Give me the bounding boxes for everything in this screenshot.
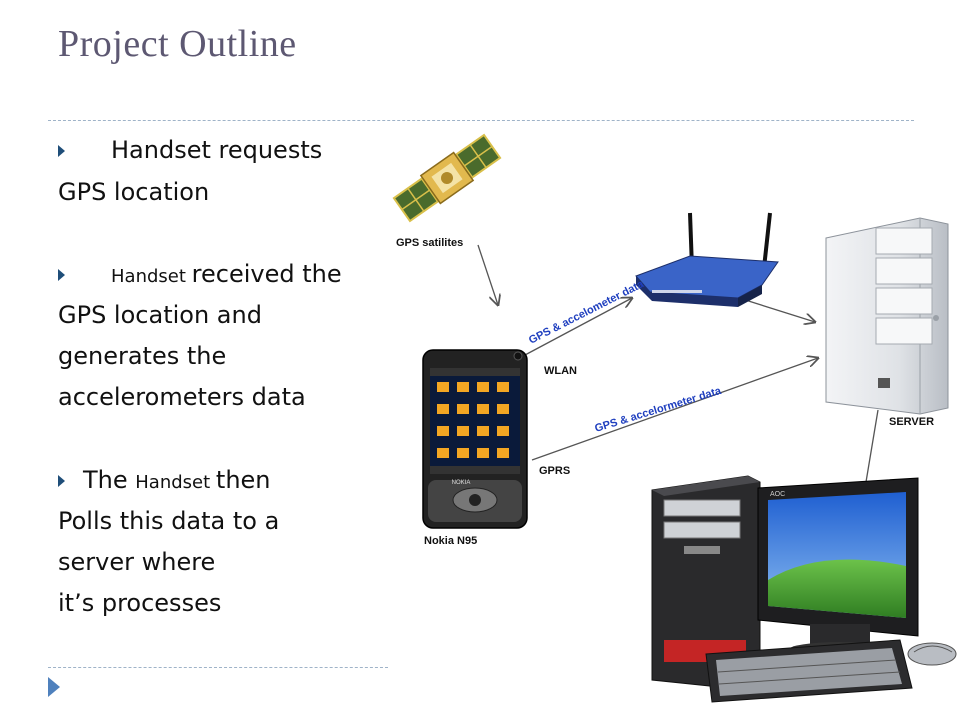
bullet-2-line-1: Handset received the: [58, 260, 342, 291]
run: Polls this data to a: [58, 507, 280, 535]
run: GPS location: [58, 178, 210, 206]
bullet-3-line-4: it’s processes: [58, 589, 221, 617]
run: it’s processes: [58, 589, 222, 617]
phone-brand: NOKIA: [452, 480, 471, 486]
nokia-phone-icon: [422, 349, 528, 529]
wlan-label: WLAN: [544, 365, 577, 377]
run: Handset requests: [111, 136, 323, 164]
wifi-router-icon: [635, 212, 779, 307]
bullet-3-line-2: Polls this data to a: [58, 507, 279, 535]
title-divider: [48, 120, 914, 121]
run: received the: [191, 260, 342, 288]
bullet-1-line-1: Handset requests: [58, 136, 322, 164]
bullet-arrow-icon: [58, 145, 65, 157]
bullet-1-line-2: GPS location: [58, 178, 209, 206]
bullet-3-line-1: The Handset then: [58, 466, 271, 497]
bullet-2-line-2: GPS location and: [58, 301, 262, 329]
monitor-brand: AOC: [770, 491, 785, 498]
server-tower-icon: [825, 217, 949, 415]
run: The: [83, 466, 136, 494]
phone-label: Nokia N95: [424, 535, 477, 547]
wlan-data-label: GPS & accelometer data: [527, 278, 647, 347]
footer-arrow-icon: [48, 677, 60, 697]
run: server where: [58, 548, 216, 576]
run: Handset: [111, 266, 192, 287]
server-label: SERVER: [889, 416, 934, 428]
bullet-3-line-3: server where: [58, 548, 215, 576]
run: accelerometers data: [58, 383, 306, 411]
gps-satellites-label: GPS satilites: [396, 237, 463, 249]
run: Handset: [135, 472, 216, 493]
run: GPS location and: [58, 301, 262, 329]
bullet-arrow-icon: [58, 269, 65, 281]
bullet-2-line-4: accelerometers data: [58, 383, 306, 411]
slide-title: Project Outline: [58, 23, 297, 65]
bullet-2-line-3: generates the: [58, 342, 226, 370]
run: then: [215, 466, 271, 494]
gprs-label: GPRS: [539, 465, 570, 477]
footer-divider: [48, 667, 388, 668]
gps-satellite-icon: [392, 133, 502, 223]
bullet-arrow-icon: [58, 475, 65, 487]
desktop-computer-icon: [651, 475, 957, 703]
gprs-data-label: GPS & accelormeter data: [593, 385, 723, 435]
run: generates the: [58, 342, 227, 370]
